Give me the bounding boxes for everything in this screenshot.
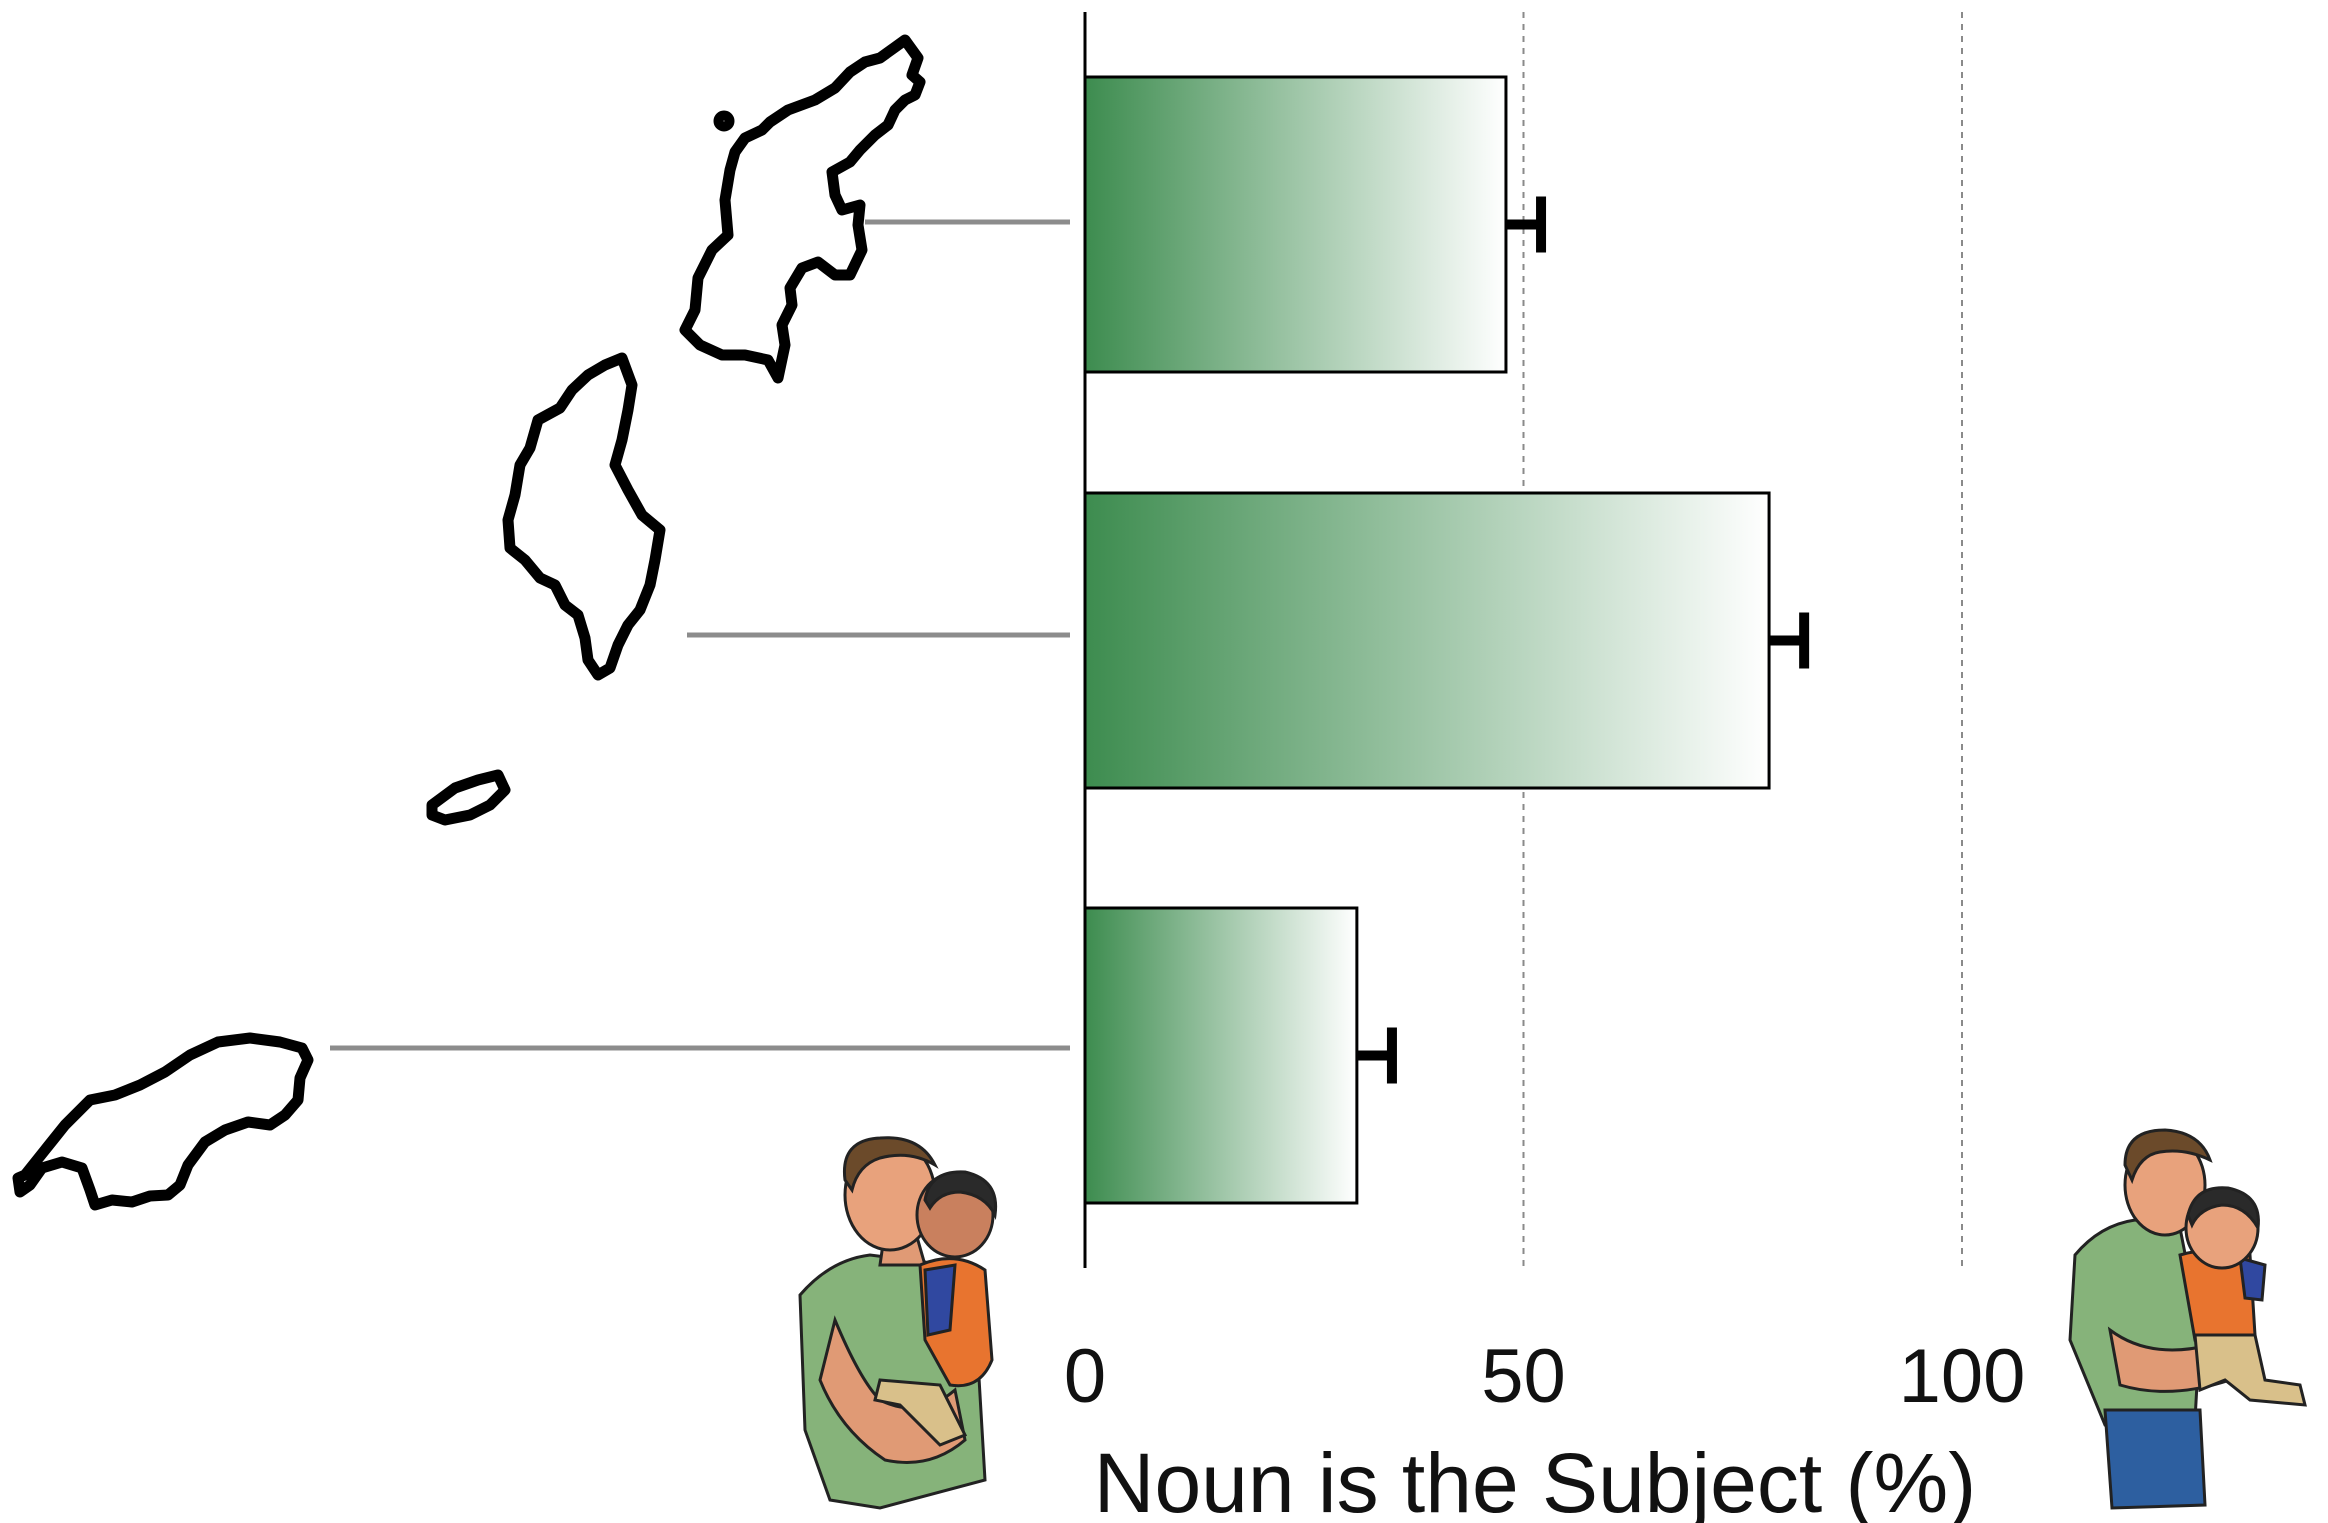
x-tick-label-100: 100 [1899, 1334, 2026, 1419]
bar-3 [1083, 906, 1359, 1205]
x-tick-label-0: 0 [1064, 1334, 1106, 1419]
island-north-islet [713, 110, 735, 132]
connector-lines [330, 219, 1070, 1051]
boy-shirt-sleeve [923, 1263, 957, 1337]
bar-2 [1083, 491, 1771, 790]
man-hair-right [2123, 1128, 2213, 1185]
island-north [679, 34, 926, 384]
island-small [426, 769, 511, 826]
x-tick-labels: 0 50 100 [1064, 1334, 2026, 1419]
man-and-boy-hugging-left-illustration [798, 1136, 998, 1510]
man-jeans [2103, 1408, 2207, 1510]
x-tick-label-50: 50 [1481, 1334, 1566, 1419]
man-hair [842, 1136, 939, 1194]
man-kissing-boy-head-right-illustration [2068, 1128, 2307, 1510]
boy-legs-right [2193, 1333, 2307, 1407]
man-torso-right [2068, 1218, 2202, 1427]
island-south [12, 1032, 314, 1211]
bars [1083, 75, 1810, 1205]
bar-1 [1083, 75, 1508, 374]
boy-hair [923, 1170, 998, 1220]
island-outlines [12, 34, 926, 1211]
boy-sleeve-right [2238, 1255, 2267, 1302]
island-middle [502, 352, 666, 681]
boy-legs [873, 1378, 968, 1447]
x-axis-title: Noun is the Subject (%) [1094, 1436, 1976, 1523]
boy-hair-right [2186, 1186, 2260, 1233]
